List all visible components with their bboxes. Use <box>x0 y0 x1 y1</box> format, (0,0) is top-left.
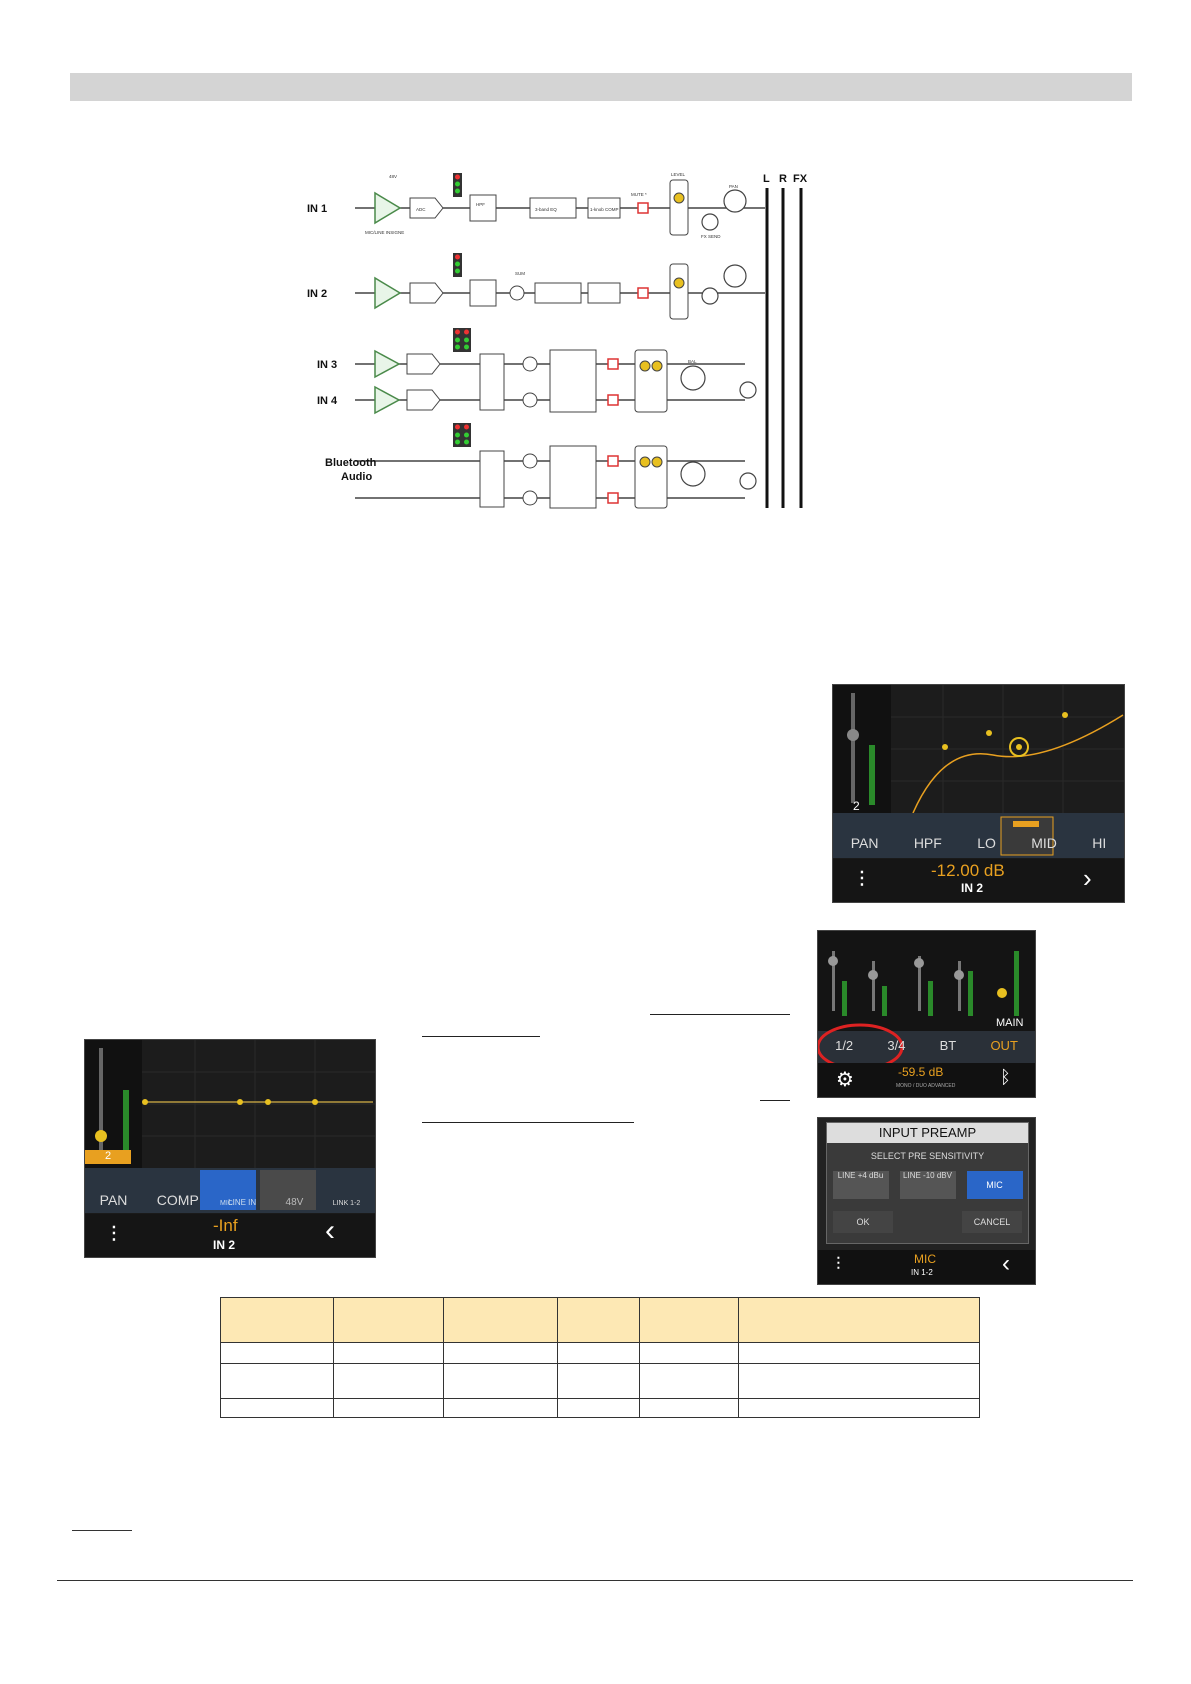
input-line-sub: MIC <box>220 1200 233 1207</box>
mixer-screen: MAIN 1/2 3/4 BT OUT ⚙ -59.5 dB MONO / DU… <box>817 930 1036 1098</box>
preamp-bottom-value: MIC <box>914 1252 936 1266</box>
mixer-tab-3-4[interactable]: 3/4 <box>887 1038 906 1053</box>
next-icon[interactable]: › <box>1083 863 1092 893</box>
input-label-3: IN 3 <box>317 359 337 371</box>
input-value: -Inf <box>213 1216 238 1235</box>
bluetooth-icon[interactable]: ᛒ <box>1000 1067 1011 1087</box>
eq-channel-number: 2 <box>853 799 860 813</box>
bus-label-r: R <box>779 173 787 185</box>
mixer-sliders-icon[interactable]: ⫶ <box>859 867 865 892</box>
input-tab-comp[interactable]: COMP <box>156 1192 199 1208</box>
bluetooth-audio-label: Audio <box>341 471 372 483</box>
sum-label: SUM <box>515 271 525 276</box>
input-screen: 2 PAN COMP LINE IN 48V LINK 1-2 MIC ⫶ -I… <box>84 1039 376 1258</box>
eq-tab-lo[interactable]: LO <box>977 835 996 851</box>
mixer-tab-out[interactable]: OUT <box>990 1038 1018 1053</box>
mixer-main-label: MAIN <box>996 1017 1024 1029</box>
mute-label: MUTE * <box>631 192 647 197</box>
hpf-label: HPF <box>476 202 485 207</box>
mixer-sliders-icon[interactable]: ⫶ <box>111 1222 117 1247</box>
option-mic[interactable]: MIC <box>966 1171 1023 1199</box>
mixer-subvalue: MONO / DUO ADVANCED <box>896 1083 956 1089</box>
table-row <box>220 1363 980 1399</box>
text-underline <box>760 1100 790 1101</box>
input-channel-number: 2 <box>105 1150 112 1162</box>
fx-send-label: FX SEND <box>701 234 721 239</box>
preamp-bottom-channel: IN 1-2 <box>911 1268 933 1277</box>
pan-label: PAN <box>729 184 738 189</box>
eq-screen: 2 PAN HPF LO MID HI ⫶ -12.00 dB IN 2 › <box>832 684 1125 903</box>
text-underline <box>422 1036 540 1037</box>
mixer-tab-bt[interactable]: BT <box>939 1038 957 1053</box>
input-label-4: IN 4 <box>317 395 338 407</box>
text-underline <box>650 1014 790 1015</box>
table-header-row <box>220 1297 980 1343</box>
mixer-value: -59.5 dB <box>898 1065 944 1079</box>
eq-tab-pan[interactable]: PAN <box>850 835 879 851</box>
mixer-sliders-icon[interactable]: ⫶ <box>836 1254 841 1274</box>
eq-tab-mid[interactable]: MID <box>1031 835 1057 851</box>
eq-value: -12.00 dB <box>931 861 1005 880</box>
footer-divider <box>57 1580 1133 1581</box>
ok-button[interactable]: OK <box>833 1211 893 1233</box>
bus-label-fx: FX <box>793 173 808 185</box>
input-tab-48v[interactable]: 48V <box>285 1197 304 1208</box>
eq-label: 3-band EQ <box>535 207 557 212</box>
section-header-bar <box>70 73 1132 101</box>
bus-label-l: L <box>763 173 770 185</box>
signal-flow-diagram: IN 1 IN 2 IN 3 IN 4 Bluetooth Audio L R … <box>307 172 808 509</box>
preamp-subtitle: SELECT PRE SENSITIVITY <box>870 1151 985 1161</box>
input-label-1: IN 1 <box>307 203 327 215</box>
preamp-title: INPUT PREAMP <box>827 1123 1028 1143</box>
option-line-minus10[interactable]: LINE -10 dBV <box>899 1171 956 1199</box>
back-icon[interactable]: ‹ <box>1002 1250 1010 1277</box>
eq-channel: IN 2 <box>961 881 984 895</box>
input-tab-pan[interactable]: PAN <box>99 1192 128 1208</box>
cancel-button[interactable]: CANCEL <box>962 1211 1022 1233</box>
sensitivity-table <box>220 1297 980 1418</box>
bluetooth-label: Bluetooth <box>325 457 377 469</box>
comp-label: 1-knob COMP <box>590 207 619 212</box>
mixer-tab-1-2[interactable]: 1/2 <box>835 1038 854 1053</box>
input-tab-line-in[interactable]: LINE IN <box>228 1198 257 1207</box>
adc-label: ADC <box>416 207 426 212</box>
mic-line-label: MIC/LINE INSIGNE <box>365 230 404 235</box>
eq-tab-hi[interactable]: HI <box>1092 835 1107 851</box>
note-underline <box>72 1530 132 1531</box>
option-line-plus4[interactable]: LINE +4 dBu <box>832 1171 889 1199</box>
input-tab-link[interactable]: LINK 1-2 <box>332 1200 361 1207</box>
table-row <box>220 1398 980 1418</box>
input-label-2: IN 2 <box>307 288 327 300</box>
bal-label: BAL <box>688 359 697 364</box>
level-label: LEVEL <box>671 172 686 177</box>
text-underline <box>422 1122 634 1123</box>
settings-gear-icon[interactable]: ⚙ <box>836 1069 854 1091</box>
back-icon[interactable]: ‹ <box>325 1214 335 1247</box>
table-row <box>220 1342 980 1364</box>
eq-tab-hpf[interactable]: HPF <box>913 835 942 851</box>
input-channel: IN 2 <box>213 1238 236 1252</box>
phantom-label: 48V <box>389 174 397 179</box>
input-preamp-screen: INPUT PREAMP SELECT PRE SENSITIVITY LINE… <box>817 1117 1036 1285</box>
